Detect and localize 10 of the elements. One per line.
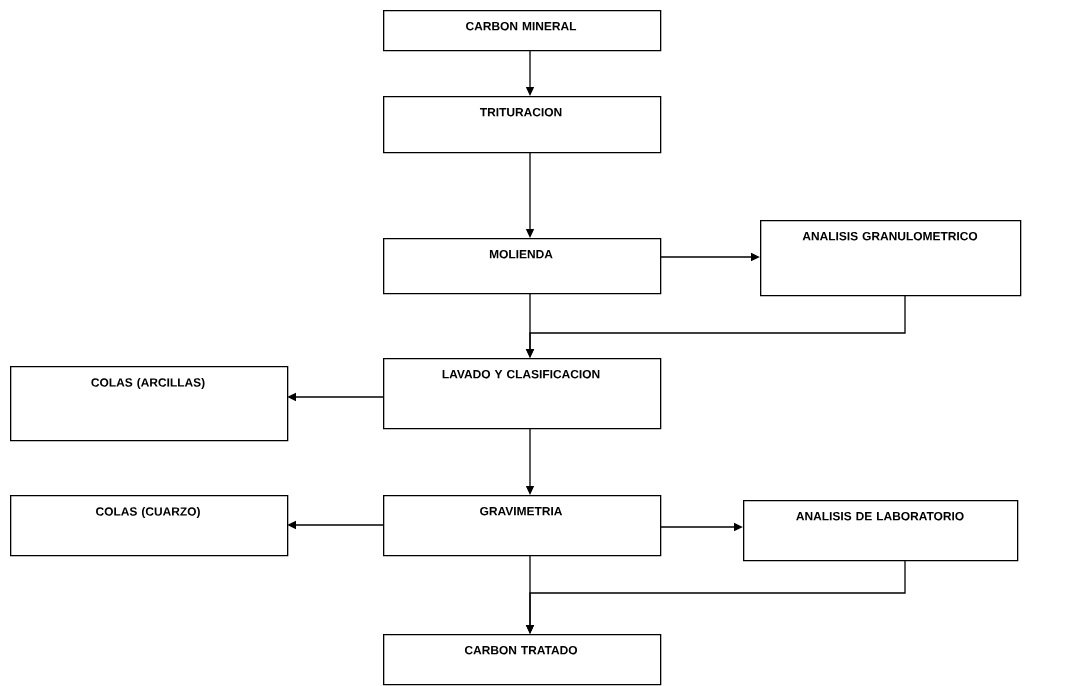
process-box: ANALISIS DE LABORATORIO [743,500,1019,562]
process-box: COLAS (ARCILLAS) [10,366,289,442]
process-box: LAVADO Y CLASIFICACION [383,358,662,430]
process-box: CARBON MINERAL [383,10,662,52]
process-box: MOLIENDA [383,238,662,295]
process-box: CARBON TRATADO [383,634,662,686]
process-box: COLAS (CUARZO) [10,495,289,557]
process-box: ANALISIS GRANULOMETRICO [760,220,1022,297]
process-box: TRITURACION [383,96,662,154]
process-box: GRAVIMETRIA [383,495,662,557]
